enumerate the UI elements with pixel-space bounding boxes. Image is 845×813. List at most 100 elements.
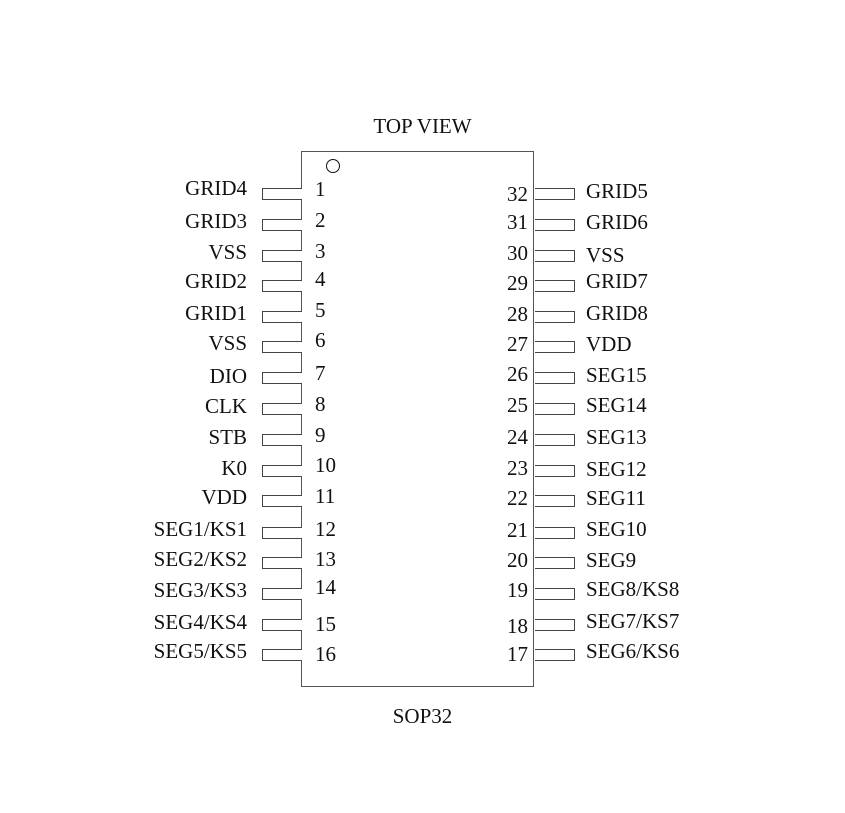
package-label: SOP32 <box>392 704 453 728</box>
pin-label: SEG2/KS2 <box>153 547 247 571</box>
pin-label: STB <box>208 425 247 449</box>
pin-lead <box>262 557 302 569</box>
pin-label: CLK <box>205 394 247 418</box>
pin-label: SEG9 <box>586 548 637 572</box>
pin-label: GRID8 <box>586 301 648 325</box>
pin-lead <box>262 250 302 262</box>
pin-lead <box>262 588 302 600</box>
pin-lead <box>262 495 302 507</box>
pin-lead <box>535 403 575 415</box>
pin-lead <box>262 403 302 415</box>
pin-number: 7 <box>315 361 326 385</box>
pin-label: SEG1/KS1 <box>153 517 247 541</box>
pin-label: SEG5/KS5 <box>153 639 247 663</box>
pin-number: 31 <box>507 210 528 234</box>
pin-lead <box>262 465 302 477</box>
pin-number: 17 <box>507 642 528 666</box>
pin-label: GRID7 <box>586 269 648 293</box>
pin-lead <box>535 495 575 507</box>
pin-number: 11 <box>315 484 336 508</box>
pin-lead <box>535 588 575 600</box>
pin-label: VDD <box>201 485 248 509</box>
pin-number: 8 <box>315 392 326 416</box>
pin-lead <box>535 280 575 292</box>
pin-lead <box>262 434 302 446</box>
pin-lead <box>262 280 302 292</box>
pin-number: 23 <box>507 456 528 480</box>
pin-lead <box>535 311 575 323</box>
pin-number: 12 <box>315 517 336 541</box>
pin-number: 14 <box>315 575 336 599</box>
pin-label: SEG10 <box>586 517 647 541</box>
pin-lead <box>262 188 302 200</box>
pin-label: GRID2 <box>185 269 247 293</box>
pin-label: GRID3 <box>185 209 247 233</box>
pin-label: SEG7/KS7 <box>586 609 680 633</box>
pin-lead <box>535 649 575 661</box>
pin-number: 25 <box>507 393 528 417</box>
pin-label: VSS <box>208 331 247 355</box>
pin-label: SEG13 <box>586 425 647 449</box>
pin-number: 13 <box>315 547 336 571</box>
pin-lead <box>535 372 575 384</box>
pin-label: DIO <box>209 364 247 388</box>
pin-number: 30 <box>507 241 528 265</box>
pin-number: 6 <box>315 328 326 352</box>
pin-label: VSS <box>586 243 625 267</box>
pin-label: SEG4/KS4 <box>153 610 247 634</box>
chip-body <box>301 151 534 687</box>
pin-lead <box>262 372 302 384</box>
pin-lead <box>535 188 575 200</box>
pin-lead <box>262 311 302 323</box>
pin-label: VDD <box>586 332 632 356</box>
pin-number: 32 <box>507 182 528 206</box>
pin-lead <box>535 527 575 539</box>
pin-label: GRID1 <box>185 301 247 325</box>
pin-number: 4 <box>315 267 326 291</box>
pin-lead <box>262 219 302 231</box>
pin-lead <box>535 434 575 446</box>
pin-number: 1 <box>315 177 326 201</box>
pin-lead <box>535 465 575 477</box>
pin-number: 2 <box>315 208 326 232</box>
pin-number: 27 <box>507 332 528 356</box>
pin-label: SEG15 <box>586 363 647 387</box>
pin-label: SEG3/KS3 <box>153 578 247 602</box>
pin-label: GRID4 <box>185 176 247 200</box>
pin-label: GRID6 <box>586 210 648 234</box>
pin-number: 19 <box>507 578 528 602</box>
pin-lead <box>262 527 302 539</box>
pin-lead <box>535 219 575 231</box>
pin-number: 28 <box>507 302 528 326</box>
pin-lead <box>535 341 575 353</box>
pin-number: 3 <box>315 239 326 263</box>
pin-label: K0 <box>221 456 247 480</box>
pin-label: SEG6/KS6 <box>586 639 680 663</box>
pin-number: 18 <box>507 614 528 638</box>
pin-number: 5 <box>315 298 326 322</box>
pin-lead <box>262 619 302 631</box>
pin-number: 9 <box>315 423 326 447</box>
pin-lead <box>262 649 302 661</box>
pin-lead <box>262 341 302 353</box>
pin-label: GRID5 <box>586 179 648 203</box>
pin-label: SEG11 <box>586 486 646 510</box>
pin-label: SEG12 <box>586 457 647 481</box>
pin-number: 10 <box>315 453 336 477</box>
pin1-marker-icon <box>326 159 340 173</box>
pin-lead <box>535 557 575 569</box>
pin-number: 15 <box>315 612 336 636</box>
pin-number: 26 <box>507 362 528 386</box>
pin-label: SEG8/KS8 <box>586 577 680 601</box>
pin-number: 24 <box>507 425 528 449</box>
pin-number: 16 <box>315 642 336 666</box>
pin-label: VSS <box>208 240 247 264</box>
pin-number: 22 <box>507 486 528 510</box>
pin-number: 21 <box>507 518 528 542</box>
pin-number: 29 <box>507 271 528 295</box>
pin-label: SEG14 <box>586 393 647 417</box>
pin-number: 20 <box>507 548 528 572</box>
top-view-title: TOP VIEW <box>373 114 472 138</box>
pin-lead <box>535 250 575 262</box>
pin-lead <box>535 619 575 631</box>
